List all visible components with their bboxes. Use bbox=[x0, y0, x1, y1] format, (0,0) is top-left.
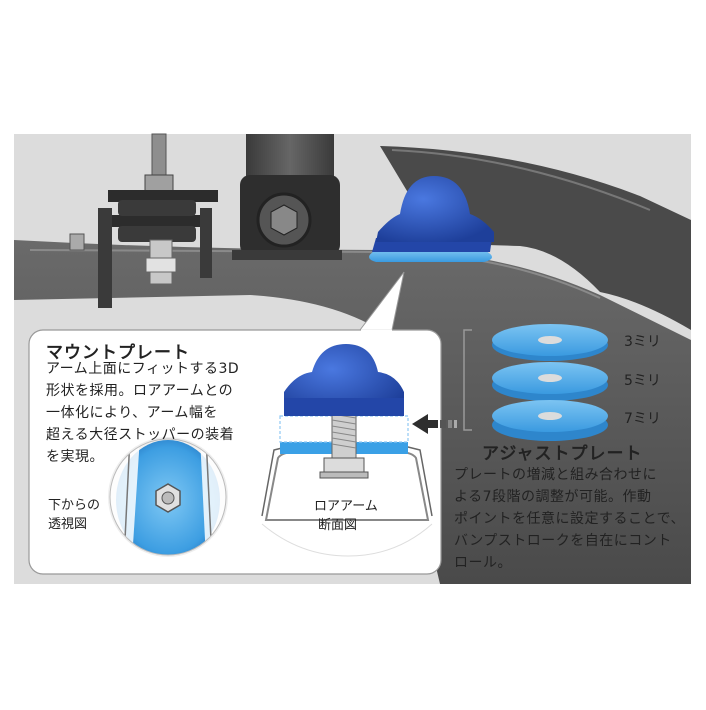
bottom-view-circle bbox=[108, 437, 228, 557]
adjust-plate-3mm bbox=[492, 324, 608, 361]
adjust-plate-5mm bbox=[492, 362, 608, 401]
plate-size-5mm: 5ミリ bbox=[624, 373, 661, 389]
stabilizer-link bbox=[69, 133, 218, 308]
adjust-plate-title: アジャストプレート bbox=[482, 444, 643, 464]
mount-plate-title: マウントプレート bbox=[46, 343, 190, 363]
mount-plate-description-line-4: 超える大径ストッパーの装着 bbox=[46, 427, 235, 443]
section-label-line-2: 断面図 bbox=[318, 518, 358, 533]
shock-absorber bbox=[232, 134, 342, 260]
adjust-plate-description-line-4: バンプストロークを自在にコント bbox=[454, 533, 672, 549]
adjust-plate-description-line-2: よる7段階の調整が可能。作動 bbox=[454, 489, 652, 505]
adjust-plate-description-line-3: ポイントを任意に設定することで、 bbox=[454, 511, 686, 527]
plate-size-3mm: 3ミリ bbox=[624, 334, 661, 350]
section-diagram bbox=[261, 344, 433, 557]
plates-bracket bbox=[463, 329, 472, 431]
adjust-plate-7mm bbox=[492, 400, 608, 441]
adjust-plate-description-line-5: ロール。 bbox=[454, 555, 512, 571]
section-label-line-1: ロアアーム bbox=[314, 499, 378, 514]
mount-plate-description-line-2: 形状を採用。ロアアームとの bbox=[46, 383, 234, 399]
bottom-view-label-line-1: 下からの bbox=[48, 498, 101, 513]
plate-size-7mm: 7ミリ bbox=[624, 411, 661, 427]
mount-plate-description-line-1: アーム上面にフィットする3D bbox=[46, 361, 240, 377]
insert-arrow bbox=[412, 414, 457, 434]
bump-stop-installed bbox=[369, 176, 494, 262]
mount-plate-description-line-3: 一体化により、アーム幅を bbox=[46, 405, 218, 421]
mount-plate-description-line-5: を実現。 bbox=[46, 449, 104, 465]
adjust-plate-description-line-1: プレートの増減と組み合わせに bbox=[454, 467, 657, 483]
bottom-view-label-line-2: 透視図 bbox=[48, 517, 88, 532]
lower-arm bbox=[14, 240, 691, 584]
